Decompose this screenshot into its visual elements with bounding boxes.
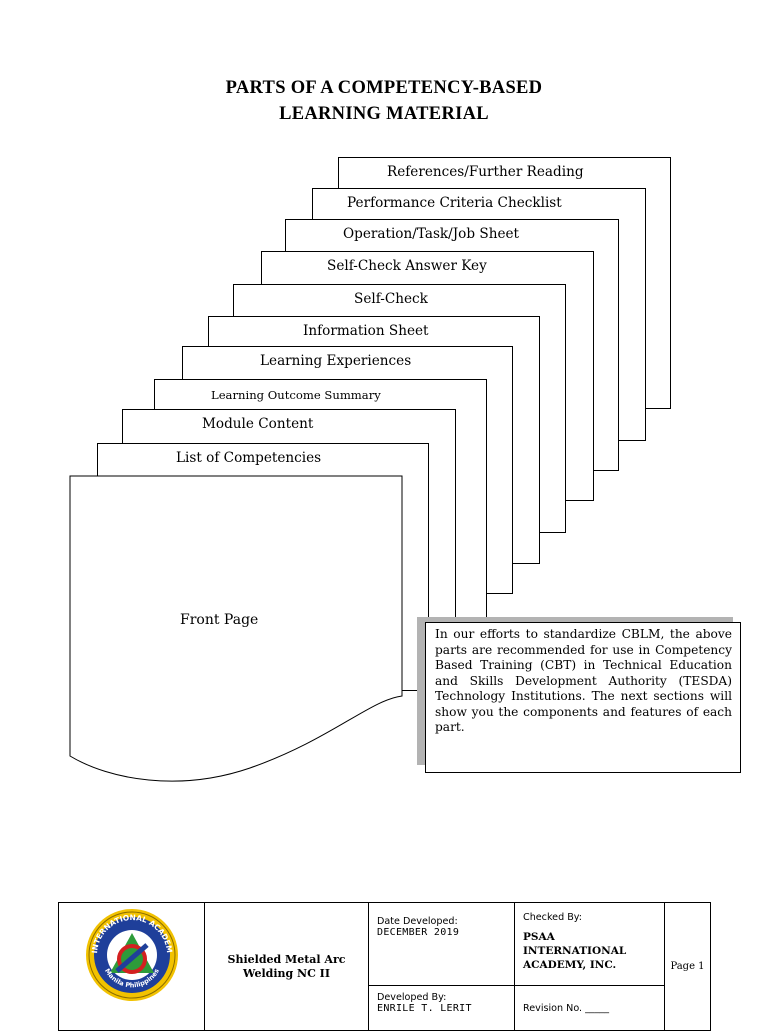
date-developed-value: DECEMBER 2019	[377, 927, 460, 938]
front-page-label: Front Page	[180, 612, 259, 628]
footer-date-cell: Date Developed: DECEMBER 2019	[368, 902, 515, 986]
sheet-label: Performance Criteria Checklist	[347, 195, 562, 211]
footer-module-cell: Shielded Metal Arc Welding NC II	[204, 902, 369, 1031]
sheet-label: Self-Check	[354, 291, 428, 307]
footer-page-cell: Page 1	[664, 902, 711, 1031]
footer-revision-cell: Revision No. _____	[514, 985, 665, 1031]
checked-by-value: PSAA INTERNATIONAL ACADEMY, INC.	[523, 931, 627, 971]
module-title: Shielded Metal Arc Welding NC II	[227, 952, 346, 980]
page-title-line2: LEARNING MATERIAL	[279, 104, 489, 124]
psaa-seal-logo: PSAA INTERNATIONAL ACADEMY INC. Manila P…	[55, 896, 178, 1001]
note-box: In our efforts to standardize CBLM, the …	[425, 622, 741, 773]
sheet-label: Learning Experiences	[260, 353, 412, 369]
sheet-label: Information Sheet	[303, 323, 429, 339]
date-developed-label: Date Developed:	[377, 916, 458, 927]
sheet-label: Module Content	[202, 416, 314, 432]
developed-by-value: ENRILE T. LERIT	[377, 1003, 472, 1014]
sheet-label: References/Further Reading	[387, 164, 584, 180]
checked-by-label: Checked By:	[523, 912, 583, 923]
document-footer: PSAA INTERNATIONAL ACADEMY INC. Manila P…	[55, 896, 711, 1031]
sheet-label: Operation/Task/Job Sheet	[343, 226, 520, 242]
revision-number: Revision No. _____	[523, 1002, 610, 1014]
developed-by-label: Developed By:	[377, 992, 447, 1003]
sheet-label: List of Competencies	[176, 450, 322, 466]
sheet-label: Learning Outcome Summary	[211, 388, 381, 402]
sheet-label: Self-Check Answer Key	[327, 258, 487, 274]
footer-checked-cell: Checked By: PSAA INTERNATIONAL ACADEMY, …	[514, 902, 665, 986]
footer-developer-cell: Developed By: ENRILE T. LERIT	[368, 985, 515, 1031]
footer-logo-cell: PSAA INTERNATIONAL ACADEMY INC. Manila P…	[55, 896, 205, 1031]
page-number: Page 1	[670, 961, 705, 972]
page-title-line1: PARTS OF A COMPETENCY-BASED	[225, 78, 543, 98]
